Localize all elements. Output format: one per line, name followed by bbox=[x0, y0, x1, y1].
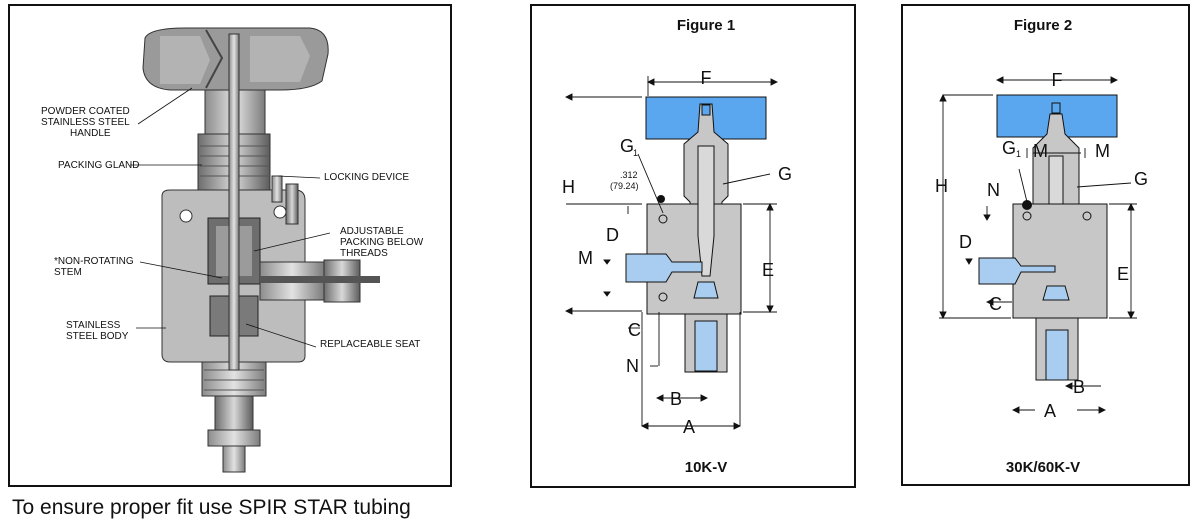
figure1-dim-f: F bbox=[701, 68, 712, 88]
figure2-dim-n: N bbox=[987, 180, 1000, 200]
label-handle: HANDLE bbox=[70, 128, 111, 139]
figure2-panel: Figure 2 bbox=[901, 4, 1190, 486]
figure2-drawing: Figure 2 bbox=[935, 17, 1148, 476]
figure1-dim-g1: G bbox=[620, 136, 634, 156]
figure1-dim-b: B bbox=[670, 389, 682, 409]
figure1-panel: Figure 1 bbox=[530, 4, 856, 488]
label-steel-body: STEEL BODY bbox=[66, 331, 129, 342]
figure2-dim-c: C bbox=[989, 294, 1002, 314]
label-stem: STEM bbox=[54, 267, 82, 278]
figure2-dim-g1-sub: 1 bbox=[1016, 149, 1021, 159]
label-threads: THREADS bbox=[340, 248, 388, 259]
tubing-caption: To ensure proper fit use SPIR STAR tubin… bbox=[12, 496, 411, 519]
figure1-dim-c: C bbox=[628, 320, 641, 340]
figure2-body bbox=[1012, 203, 1108, 319]
cutaway-panel: POWDER COATED STAINLESS STEEL HANDLE PAC… bbox=[8, 4, 452, 487]
figure1-title: Figure 1 bbox=[677, 17, 735, 34]
figure1-drawing: Figure 1 bbox=[562, 17, 792, 476]
figure1-dim-a: A bbox=[683, 417, 695, 437]
figure2-title: Figure 2 bbox=[1014, 17, 1072, 34]
figure2-dim-b: B bbox=[1073, 377, 1085, 397]
figure1-dim-g: G bbox=[778, 164, 792, 184]
label-stainless: STAINLESS bbox=[66, 320, 121, 331]
figure1-dim-m: M bbox=[578, 248, 593, 268]
label-replaceable-seat: REPLACEABLE SEAT bbox=[320, 339, 420, 350]
figure2-dim-e: E bbox=[1117, 264, 1129, 284]
cutaway-valve-illustration: POWDER COATED STAINLESS STEEL HANDLE PAC… bbox=[41, 27, 424, 473]
figure1-dim-g1-sub: 1 bbox=[633, 148, 638, 158]
figure2-dim-m2: M bbox=[1095, 141, 1110, 161]
figure2-dim-m1: M bbox=[1033, 141, 1048, 161]
figure2-model: 30K/60K-V bbox=[1006, 459, 1080, 476]
figure2-dim-f: F bbox=[1052, 70, 1063, 90]
figure1-dim-d: D bbox=[606, 225, 619, 245]
figure1-note-7924: (79.24) bbox=[610, 181, 639, 191]
figure1-note-312: .312 bbox=[620, 170, 638, 180]
label-locking-device: LOCKING DEVICE bbox=[324, 172, 409, 183]
label-adjustable: ADJUSTABLE bbox=[340, 226, 404, 237]
figure1-model: 10K-V bbox=[685, 459, 728, 476]
label-packing-below: PACKING BELOW bbox=[340, 237, 424, 248]
label-packing-gland: PACKING GLAND bbox=[58, 160, 140, 171]
figure2-dim-a: A bbox=[1044, 401, 1056, 421]
figure1-dim-n: N bbox=[626, 356, 639, 376]
label-non-rotating: *NON-ROTATING bbox=[54, 256, 134, 267]
figure2-dim-g: G bbox=[1134, 169, 1148, 189]
figure1-dim-e: E bbox=[762, 260, 774, 280]
locking-device bbox=[271, 175, 299, 225]
stem bbox=[228, 33, 240, 371]
figure2-dim-h: H bbox=[935, 176, 948, 196]
label-powder-coated: POWDER COATED bbox=[41, 106, 130, 117]
figure1-dim-h: H bbox=[562, 177, 575, 197]
figure2-dim-g1: G bbox=[1002, 138, 1016, 158]
label-stainless-steel: STAINLESS STEEL bbox=[41, 117, 130, 128]
figure2-dim-d: D bbox=[959, 232, 972, 252]
